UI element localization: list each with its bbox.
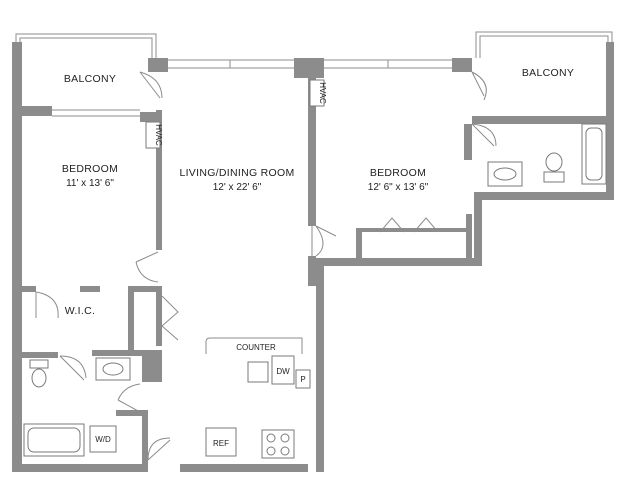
bedroom-left-label: BEDROOM — [62, 163, 118, 175]
dishwasher-label: DW — [276, 367, 290, 376]
balcony-left-label: BALCONY — [64, 73, 116, 85]
pantry-label: P — [300, 375, 305, 384]
wic-label: W.I.C. — [65, 305, 95, 317]
doors — [35, 71, 497, 461]
refrigerator-label: REF — [213, 439, 229, 448]
thin-lines — [15, 31, 613, 354]
counter-label: COUNTER — [236, 343, 276, 352]
bedroom-right-label: BEDROOM — [370, 167, 426, 179]
washer-dryer-label: W/D — [95, 435, 111, 444]
room-labels: BALCONY BALCONY BEDROOM 11' x 13' 6" LIV… — [62, 67, 574, 448]
bedroom-right-dims: 12' 6" x 13' 6" — [368, 182, 429, 193]
living-dining-dims: 12' x 22' 6" — [213, 182, 262, 193]
fixtures — [23, 79, 607, 459]
balcony-right-label: BALCONY — [522, 67, 574, 79]
bedroom-left-dims: 11' x 13' 6" — [66, 178, 114, 189]
living-dining-label: LIVING/DINING ROOM — [179, 167, 294, 179]
hvac-left-label: HVAC — [154, 124, 163, 146]
walls — [12, 42, 614, 472]
hvac-center-label: HVAC — [318, 82, 327, 104]
